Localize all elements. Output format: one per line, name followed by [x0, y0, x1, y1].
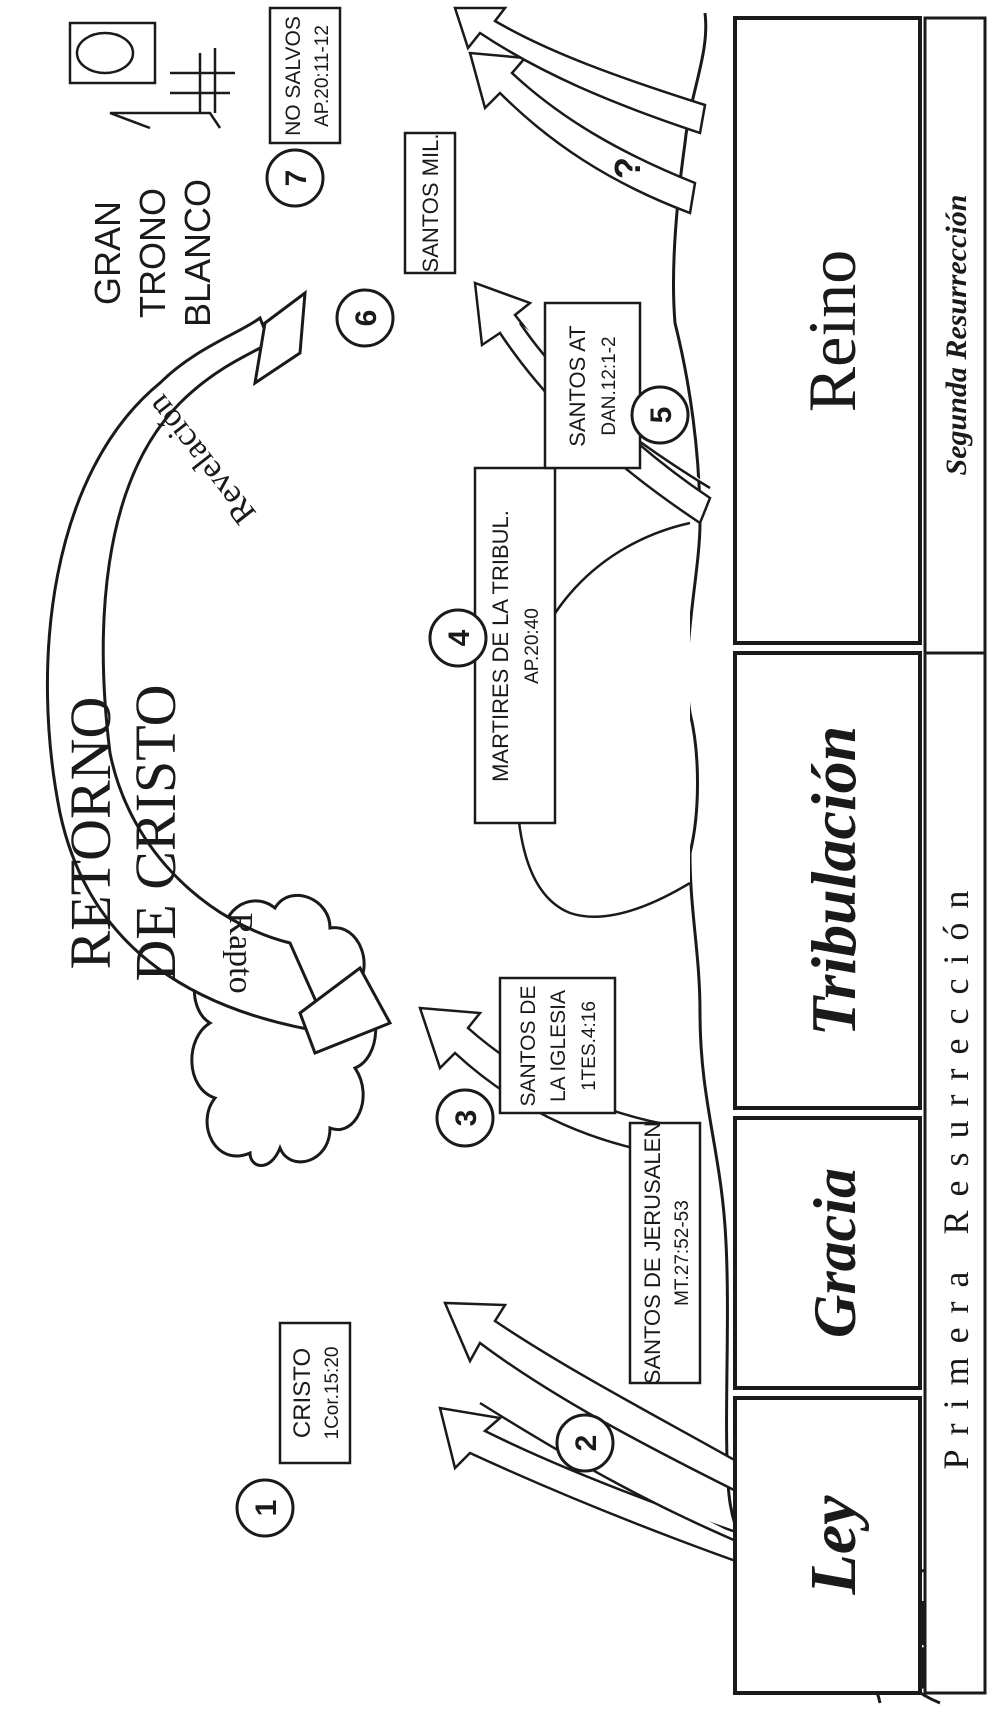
- question-mark: ?: [607, 157, 648, 179]
- stage-5-ref: DAN.12:1-2: [599, 336, 620, 435]
- box-stage-5: [545, 303, 640, 468]
- rapto-label: Rapto: [222, 912, 259, 993]
- stage-2-ref: MT.27:52-53: [672, 1200, 693, 1306]
- period-gracia: Gracia: [802, 1168, 868, 1338]
- second-resurrection: Segunda Resurrección: [940, 195, 973, 476]
- stage-3-title2: LA IGLESIA: [547, 990, 570, 1102]
- number-stage-3: 3: [450, 1110, 483, 1127]
- number-stage-1: 1: [250, 1500, 283, 1517]
- stage-2-title: SANTOS DE JERUSALEN: [640, 1122, 665, 1384]
- throne-icon: [70, 23, 235, 128]
- stage-3-title: SANTOS DE: [517, 986, 540, 1107]
- stage-1-title: CRISTO: [289, 1348, 316, 1438]
- stage-7-title: NO SALVOS: [282, 16, 305, 136]
- throne-line2: TRONO: [132, 188, 173, 318]
- throne-line3: BLANCO: [177, 179, 218, 327]
- number-stage-7: 7: [280, 170, 313, 187]
- box-stage-4: [475, 468, 555, 823]
- number-stage-2: 2: [570, 1435, 603, 1452]
- stage-5-title: SANTOS AT: [565, 325, 590, 446]
- stage-1-ref: 1Cor.15:20: [322, 1347, 343, 1440]
- title-line1: RETORNO: [58, 697, 123, 970]
- period-ley: Ley: [797, 1495, 870, 1596]
- stage-7-ref: AP.20:11-12: [312, 25, 333, 127]
- first-resurrection: Primera Resurrección: [936, 877, 976, 1470]
- title-line2: DE CRISTO: [123, 684, 188, 981]
- revelacion-label: Revelación: [140, 388, 263, 531]
- number-stage-4: 4: [443, 629, 476, 646]
- throne-line1: GRAN: [87, 201, 128, 305]
- stage-4-ref: AP.20:40: [522, 608, 543, 684]
- period-reino: Reino: [794, 250, 870, 412]
- period-tribulacion: Tribulación: [798, 726, 869, 1037]
- stage-3-ref: 1TES.4:16: [579, 1001, 600, 1091]
- stage-4-title: MARTIRES DE LA TRIBUL.: [488, 510, 513, 782]
- revelacion-arrowhead: [255, 293, 305, 383]
- stage-6-title: SANTOS MIL.: [418, 134, 443, 273]
- number-stage-6: 6: [350, 310, 383, 327]
- number-stage-5: 5: [645, 407, 678, 424]
